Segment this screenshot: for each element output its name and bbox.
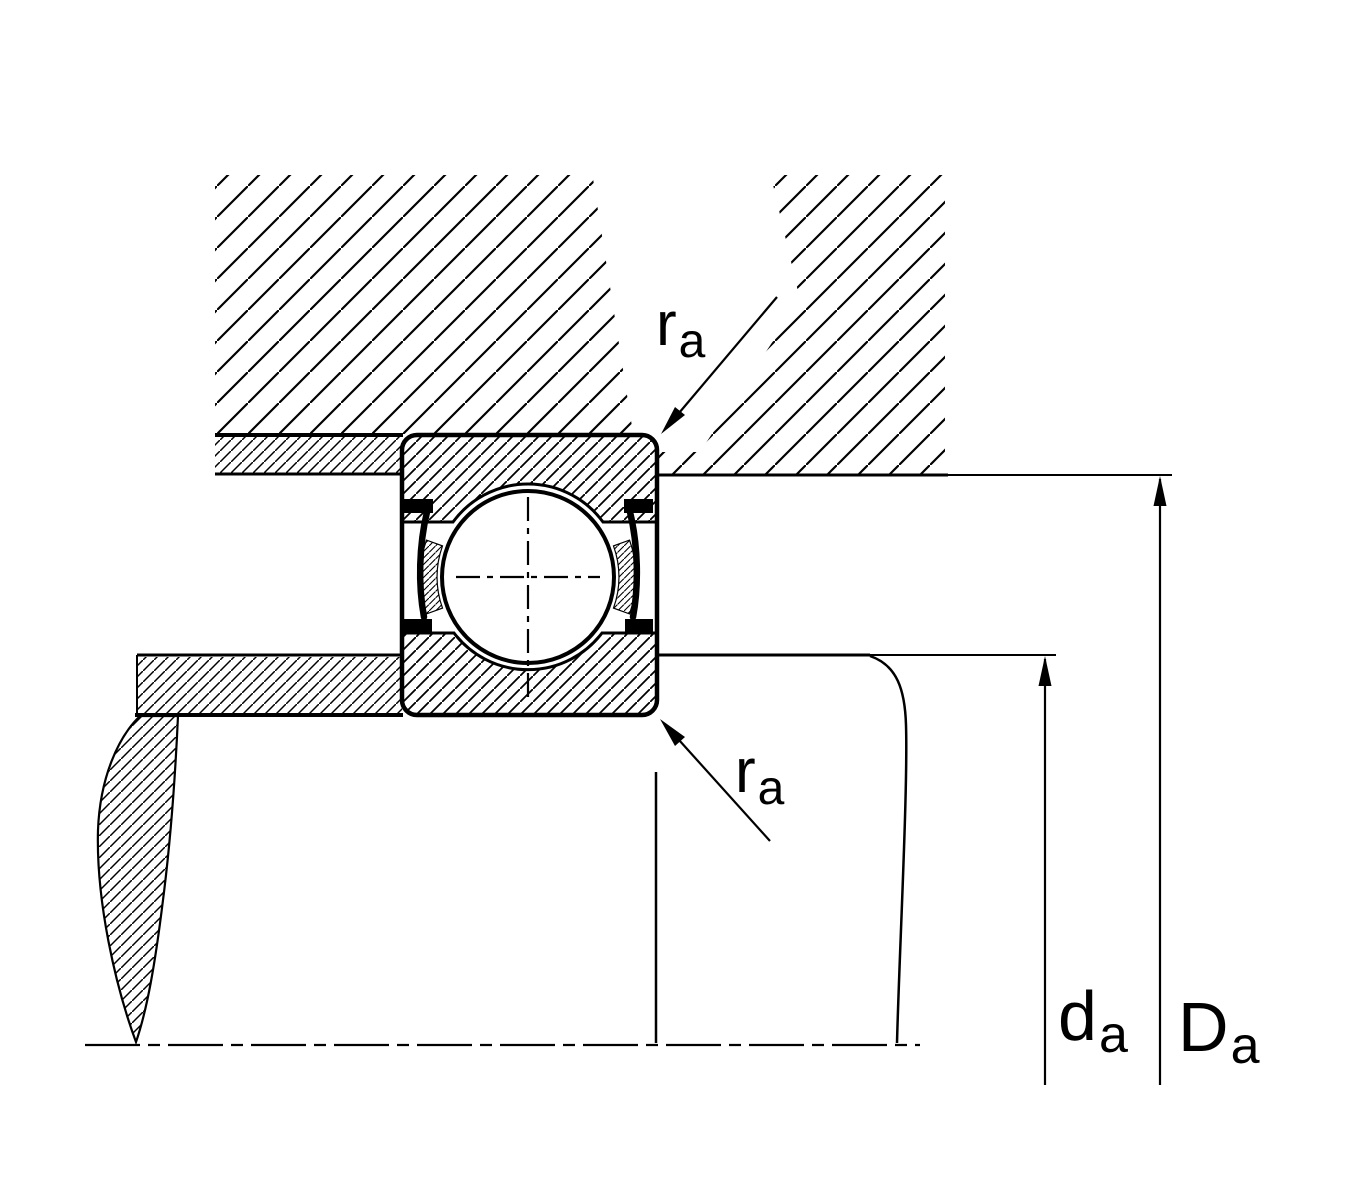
annotation-ra-top: ra — [656, 290, 778, 434]
ra-top-leader — [678, 296, 778, 414]
seal-left — [404, 499, 433, 633]
ra-bottom-arrowhead — [660, 719, 685, 746]
ra-top-label: ra — [656, 290, 706, 368]
bearing-outline — [399, 432, 660, 718]
shaft-shoulder-hatch — [137, 657, 402, 713]
seal-right-bottom-lip — [625, 619, 653, 633]
shaft-profile-curve — [869, 654, 908, 1044]
dimension-da: da — [1038, 656, 1128, 1085]
shaft-section — [96, 653, 1056, 1046]
hatch-gap-for-label — [592, 172, 800, 452]
dimension-Da: Da — [1153, 476, 1260, 1085]
seal-right-blade — [626, 508, 641, 621]
outer-ring-hatch — [402, 435, 657, 522]
ra-bottom-label: ra — [735, 737, 785, 815]
ra-top-arrowhead — [661, 407, 685, 434]
cover-strip-hatch — [215, 437, 402, 473]
seal-left-blade — [416, 508, 431, 621]
seal-left-bottom-lip — [404, 619, 432, 633]
annotation-ra-bottom: ra — [660, 719, 785, 842]
da-label: da — [1058, 977, 1128, 1064]
da-arrowhead — [1038, 656, 1052, 686]
bearing-cross-section — [399, 432, 660, 718]
shaft-break-teardrop — [96, 714, 180, 1046]
housing-cover-strip — [215, 437, 402, 476]
Da-label: Da — [1178, 988, 1260, 1075]
outer-ring-raceway-line — [402, 482, 657, 524]
Da-arrowhead — [1153, 476, 1167, 506]
ra-bottom-leader — [678, 739, 771, 842]
housing-hatch — [215, 175, 945, 475]
inner-ring-raceway-line — [402, 631, 657, 672]
seal-right — [624, 499, 653, 633]
inner-ring-hatch — [402, 633, 657, 715]
housing-section — [215, 172, 1172, 477]
